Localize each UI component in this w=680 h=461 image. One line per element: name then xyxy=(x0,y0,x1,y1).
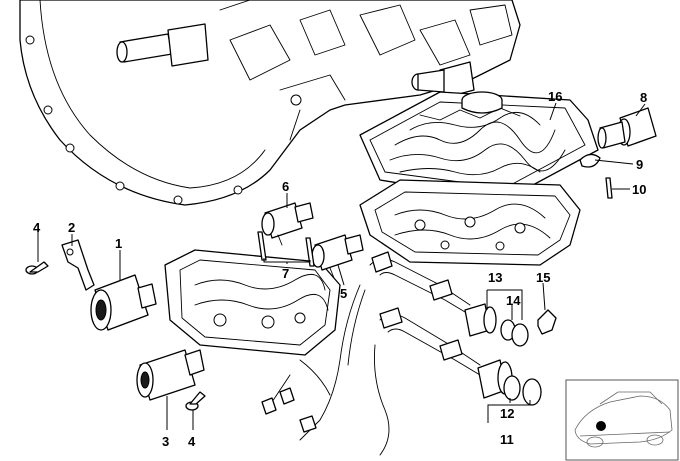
seal-rings-14 xyxy=(500,319,529,347)
callout-11: 11 xyxy=(500,432,514,447)
callout-6: 6 xyxy=(282,179,289,194)
o-ring-9 xyxy=(579,153,601,168)
callout-4-upper: 4 xyxy=(33,220,41,235)
transmission-housing xyxy=(19,0,521,206)
location-marker xyxy=(596,421,606,431)
wiring-harness-11 xyxy=(261,307,513,456)
solenoid-valve-1 xyxy=(90,274,157,331)
car-locator-thumbnail xyxy=(565,379,679,461)
pins-7 xyxy=(257,231,315,267)
callout-2: 2 xyxy=(68,220,75,235)
sensor-8 xyxy=(597,107,657,149)
callout-9: 9 xyxy=(636,157,643,172)
valve-body-separator-plate xyxy=(359,91,599,201)
callout-4-lower: 4 xyxy=(188,434,196,449)
callout-1: 1 xyxy=(115,236,122,251)
seal-rings-12 xyxy=(503,375,542,406)
wiring-harness-13 xyxy=(299,251,497,441)
callout-5: 5 xyxy=(340,286,347,301)
bracket-2 xyxy=(61,239,95,291)
callout-3: 3 xyxy=(162,434,169,449)
callout-15: 15 xyxy=(536,270,550,285)
solenoid-valve-3 xyxy=(136,349,205,401)
valve-body-lower xyxy=(359,179,581,266)
callout-12: 12 xyxy=(500,406,514,421)
callout-14: 14 xyxy=(506,293,521,308)
callout-13: 13 xyxy=(488,270,502,285)
pin-10 xyxy=(605,177,613,199)
solenoid-valve-5 xyxy=(311,234,364,279)
solenoid-valve-6 xyxy=(261,202,314,246)
callout-labels: 1 2 3 4 4 5 6 7 8 9 10 11 12 13 14 15 16 xyxy=(33,89,647,449)
bolt-4-upper xyxy=(25,261,49,275)
callout-8: 8 xyxy=(640,90,647,105)
clip-15 xyxy=(537,309,557,335)
bolt-4-lower xyxy=(185,391,206,411)
leader-lines xyxy=(37,102,646,430)
valve-block-middle xyxy=(164,249,341,356)
callout-7: 7 xyxy=(282,266,289,281)
callout-16: 16 xyxy=(548,89,562,104)
callout-10: 10 xyxy=(632,182,646,197)
